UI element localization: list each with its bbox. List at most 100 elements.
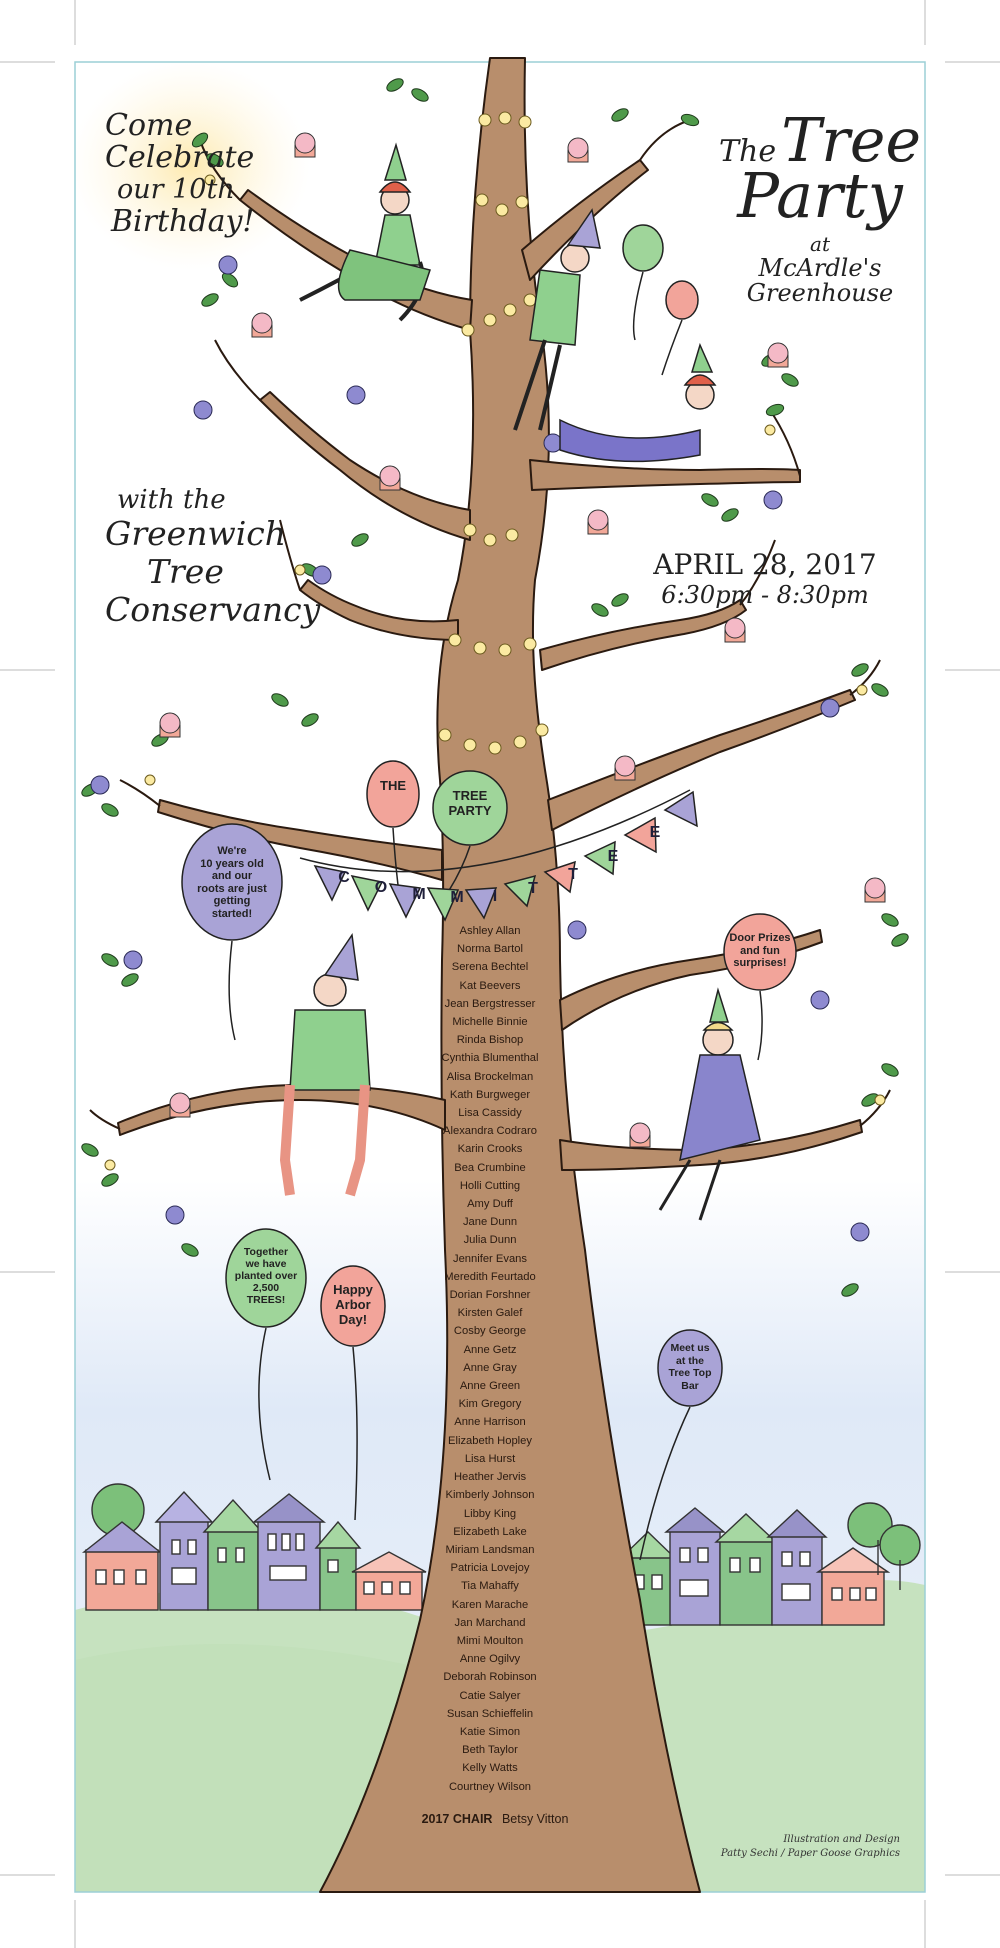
committee-member: Anne Harrison: [454, 1416, 526, 1429]
flower-garlands: [104, 111, 886, 1171]
event-title: The Tree Party at McArdle's Greenhouse: [700, 111, 940, 307]
cupcakes: [159, 132, 886, 1148]
headline-line-2: Celebrate: [105, 140, 255, 175]
balloon-bar-line-4: Bar: [681, 1379, 699, 1392]
title-the: The: [719, 134, 777, 169]
balloon-arbor-line-2: Arbor: [335, 1297, 371, 1312]
balloon-prizes-line-2: and fun: [740, 944, 780, 957]
committee-member: Michelle Binnie: [452, 1016, 528, 1029]
houses-left: [81, 1483, 427, 1611]
committee-member: Jan Marchand: [454, 1616, 526, 1629]
venue-line-1: McArdle's: [758, 254, 882, 282]
chair-label: 2017 CHAIR: [421, 1812, 493, 1826]
balloon-arbor-line-3: Day!: [338, 1312, 368, 1327]
committee-member: Mimi Moulton: [456, 1634, 524, 1647]
committee-member: Cosby George: [453, 1325, 527, 1338]
committee-member: Courtney Wilson: [448, 1780, 532, 1793]
committee-member: Cynthia Blumenthal: [441, 1052, 539, 1065]
committee-member: Holli Cutting: [459, 1179, 521, 1192]
banner-letter-9: E: [649, 824, 661, 841]
committee-member: Anne Getz: [463, 1343, 517, 1356]
chair-name: Betsy Vitton: [501, 1812, 569, 1826]
balloon-roots-line-3: and our: [211, 870, 253, 882]
committee-member: Ashley Allan: [459, 925, 521, 937]
event-date: APRIL 28, 2017: [653, 548, 877, 581]
host-line-3: Tree: [147, 552, 224, 591]
host-line-1: with the: [117, 485, 226, 515]
balloon-planted-line-4: 2,500: [252, 1282, 280, 1294]
committee-member: Jane Dunn: [462, 1216, 518, 1229]
committee-member: Anne Green: [459, 1380, 521, 1393]
committee-member: Jean Bergstresser: [444, 997, 536, 1010]
balloon-bar: Meet us at the Tree Top Bar: [660, 1342, 720, 1392]
committee-member: Anne Ogilvy: [459, 1653, 521, 1666]
people: [279, 142, 761, 1221]
banner-letter-5: I: [492, 888, 498, 905]
balloon-the: THE: [369, 778, 417, 793]
committee-member: Kimberly Johnson: [445, 1489, 535, 1502]
balloon-roots-line-5: getting: [213, 895, 251, 907]
floating-balloons: [622, 224, 699, 376]
balloon-bar-line-3: Tree Top: [668, 1367, 712, 1379]
banner-letter-6: T: [528, 880, 538, 897]
balloon-arbor: Happy Arbor Day!: [323, 1282, 383, 1327]
balloon-roots-line-2: 10 years old: [200, 857, 264, 870]
committee-member: Kat Beevers: [459, 979, 521, 992]
committee-member: Meredith Feurtado: [444, 1270, 536, 1283]
title-tree: Tree: [781, 106, 921, 176]
balloon-prizes-line-1: Door Prizes: [729, 932, 791, 944]
host-line-2: Greenwich: [105, 514, 286, 553]
committee-member: Susan Schieffelin: [446, 1707, 534, 1720]
bunting: [299, 789, 698, 922]
committee-member: Karen Marache: [451, 1598, 529, 1611]
committee-member: Alexandra Codraro: [443, 1125, 537, 1138]
banner-letter-8: E: [607, 848, 619, 865]
balloon-planted-line-2: we have: [245, 1258, 287, 1270]
balloon-planted: Together we have planted over 2,500 TREE…: [228, 1246, 304, 1306]
title-party: Party: [737, 159, 903, 232]
headline: Come Celebrate our 10th Birthday!: [105, 110, 305, 238]
balloon-tree-party: TREE PARTY: [438, 788, 502, 818]
committee-member: Catie Salyer: [459, 1689, 521, 1702]
balloon-tree-party-line-1: TREE: [452, 788, 488, 803]
balloon-planted-line-1: Together: [243, 1246, 289, 1258]
sun-glow: [70, 60, 310, 270]
committee-member: Kath Burgweger: [449, 1088, 531, 1101]
balloon-prizes: Door Prizes and fun surprises!: [722, 932, 798, 970]
committee-member: Heather Jervis: [453, 1471, 527, 1484]
venue-line-2: Greenhouse: [746, 279, 894, 307]
balloon-roots-line-6: started!: [211, 907, 253, 920]
committee-member: Lisa Hurst: [464, 1452, 516, 1465]
credit: Illustration and Design Patty Sechi / Pa…: [690, 1833, 900, 1861]
committee-member: Bea Crumbine: [454, 1161, 526, 1174]
balloon-roots: We're 10 years old and our roots are jus…: [188, 845, 276, 920]
committee-member: Patricia Lovejoy: [450, 1562, 530, 1575]
twigs: [89, 119, 891, 1130]
flower-clusters: [90, 255, 870, 1242]
balloon-roots-line-1: We're: [217, 845, 247, 857]
balloon-bar-line-2: at the: [675, 1354, 704, 1367]
banner-letter-3: M: [412, 886, 426, 903]
balloon-arbor-line-1: Happy: [333, 1282, 373, 1297]
committee-member: Alisa Brockelman: [446, 1070, 534, 1083]
committee-member: Elizabeth Hopley: [448, 1434, 532, 1447]
balloon-roots-line-4: roots are just: [197, 882, 267, 895]
committee-member: Miriam Landsman: [445, 1543, 535, 1556]
committee-member: Beth Taylor: [462, 1744, 518, 1757]
committee-member: Elizabeth Lake: [453, 1525, 527, 1538]
balloon-the-label: THE: [380, 778, 406, 793]
event-datetime: APRIL 28, 2017 6:30pm - 8:30pm: [650, 548, 880, 609]
banner-letter-7: T: [568, 866, 578, 883]
committee-member: Amy Duff: [467, 1198, 513, 1211]
chair: 2017 CHAIR Betsy Vitton: [400, 1812, 590, 1826]
headline-line-1: Come: [105, 108, 193, 143]
credit-line-2: Patty Sechi / Paper Goose Graphics: [720, 1848, 900, 1859]
committee-member: Serena Bechtel: [451, 961, 529, 974]
banner-letter-1: C: [338, 869, 350, 886]
committee-member: Libby King: [463, 1507, 517, 1520]
committee-member: Tia Mahaffy: [461, 1580, 519, 1593]
title-at: at: [810, 232, 830, 256]
